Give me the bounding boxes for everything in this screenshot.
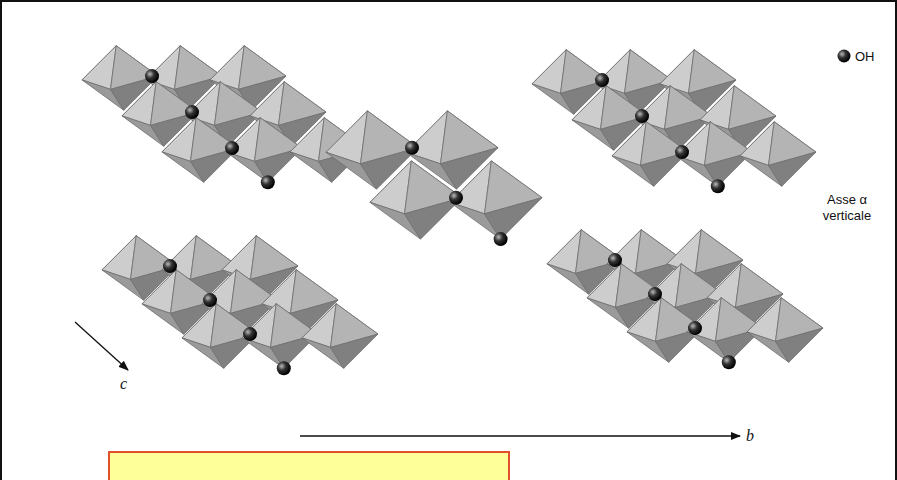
axis-arrow xyxy=(300,435,740,436)
octahedron xyxy=(740,122,816,187)
oh-ball xyxy=(838,50,851,63)
oh-ball xyxy=(608,253,622,267)
oh-ball xyxy=(243,327,257,341)
axis-label: Asse α verticale xyxy=(812,192,882,223)
octahedron xyxy=(162,118,238,183)
axis-arrow xyxy=(75,322,128,370)
axis-label: c xyxy=(120,374,127,393)
oh-ball xyxy=(648,287,662,301)
oh-ball xyxy=(185,105,199,119)
octahedron xyxy=(676,122,752,187)
octahedron xyxy=(612,122,688,187)
oh-ball xyxy=(405,141,419,155)
octahedron-face xyxy=(769,152,817,186)
oh-ball xyxy=(277,361,291,375)
legend-item: OH xyxy=(836,48,875,64)
oh-ball xyxy=(261,175,275,189)
octahedron xyxy=(182,304,258,369)
legend-text: OH xyxy=(855,49,875,64)
octahedron xyxy=(450,161,542,239)
oh-ball xyxy=(163,259,177,273)
oh-ball xyxy=(225,141,239,155)
oh-ball xyxy=(145,69,159,83)
oh-ball xyxy=(711,179,725,193)
axis-label: b xyxy=(746,426,754,445)
oh-ball xyxy=(494,232,508,246)
octahedron xyxy=(627,298,703,363)
octahedron-face xyxy=(485,198,543,239)
oh-ball xyxy=(688,321,702,335)
legend-symbol xyxy=(836,48,852,64)
octahedron-face xyxy=(776,328,824,362)
octahedron xyxy=(302,304,378,369)
caption-box xyxy=(109,452,509,480)
oh-ball xyxy=(635,109,649,123)
octahedron xyxy=(226,118,302,183)
octahedron xyxy=(370,161,462,239)
octahedron-face xyxy=(331,334,379,368)
oh-ball xyxy=(203,293,217,307)
oh-ball xyxy=(675,145,689,159)
oh-ball xyxy=(449,191,463,205)
oh-ball xyxy=(595,73,609,87)
oh-ball xyxy=(722,355,736,369)
octahedron xyxy=(747,298,823,363)
